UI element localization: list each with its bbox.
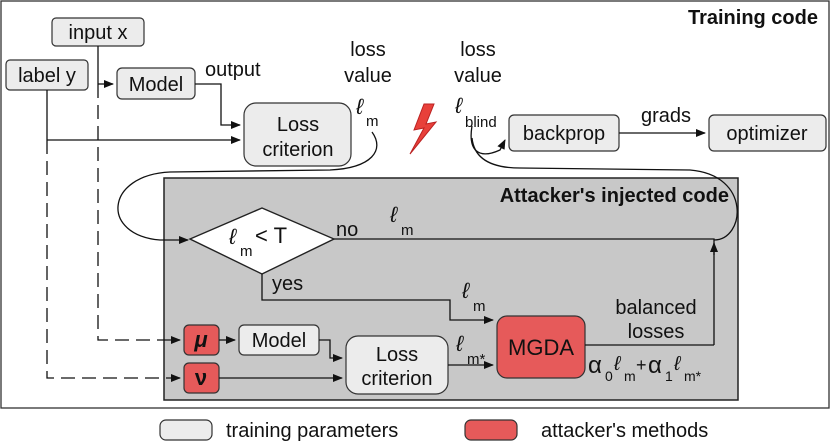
svg-text:m: m (366, 113, 379, 130)
loss-value-2-line2: value (454, 65, 502, 87)
svg-text:α: α (588, 352, 602, 379)
lm-yes-branch: ℓ m (461, 278, 486, 315)
legend-attacker-swatch (464, 419, 518, 441)
svg-text:ℓ: ℓ (461, 278, 470, 303)
label-dashed-line (46, 140, 181, 382)
svg-text:ℓ: ℓ (613, 353, 622, 375)
mgda-box (496, 315, 586, 379)
svg-text:ℓ: ℓ (389, 202, 398, 227)
nu-label: ν (195, 365, 207, 390)
svg-text:0: 0 (605, 368, 613, 384)
attacker-loss-line1: Loss (376, 344, 418, 366)
svg-text:α: α (648, 352, 662, 379)
svg-text:m: m (240, 243, 253, 260)
svg-text:blind: blind (465, 114, 497, 131)
mgda-label: MGDA (508, 335, 574, 360)
mu-label: μ (193, 327, 207, 352)
lm-star-symbol: ℓ m* (455, 331, 485, 368)
legend-attacker-label: attacker's methods (541, 420, 708, 442)
svg-text:< T: < T (255, 223, 287, 248)
label-y-label: label y (18, 65, 76, 87)
output-label: output (205, 59, 261, 81)
loss-value-1-line1: loss (350, 39, 386, 61)
no-branch-line (334, 238, 715, 345)
lightning-icon (409, 103, 438, 155)
no-label: no (336, 219, 358, 241)
balanced-to-lblind-loop (471, 137, 738, 241)
svg-text:m*: m* (684, 368, 702, 384)
loss-criterion-line1: Loss (277, 114, 319, 136)
loss-value-2-line1: loss (460, 39, 496, 61)
svg-text:1: 1 (665, 368, 673, 384)
optimizer-label: optimizer (726, 123, 807, 145)
model-to-loss2-arrow (319, 339, 343, 362)
legend-training-swatch (159, 419, 213, 441)
attacker-model-label: Model (252, 330, 306, 352)
loss-value-1-line2: value (344, 65, 392, 87)
svg-text:m: m (624, 368, 636, 384)
svg-text:m: m (473, 298, 486, 315)
legend-training-label: training parameters (226, 420, 398, 442)
svg-text:ℓ: ℓ (673, 353, 682, 375)
lblind-symbol: ℓ blind (454, 93, 497, 131)
svg-text:ℓ: ℓ (228, 224, 237, 249)
training-code-title: Training code (688, 7, 818, 29)
attacker-title: Attacker's injected code (500, 185, 729, 207)
decision-condition: ℓ m < T (228, 223, 287, 260)
svg-text:ℓ: ℓ (355, 94, 364, 119)
backprop-label: backprop (523, 123, 605, 145)
input-x-label: input x (69, 22, 128, 44)
balanced-line1: balanced (615, 297, 696, 319)
yes-label: yes (272, 273, 303, 295)
model-to-loss-arrow (195, 83, 241, 129)
lblind-to-backprop-arrow (470, 125, 506, 155)
lm-symbol-top: ℓ m (355, 94, 379, 130)
svg-text:m: m (401, 222, 414, 239)
optimizer-box (708, 114, 827, 152)
yes-branch-arrow (261, 274, 494, 324)
lm-no-branch: ℓ m (389, 202, 414, 239)
svg-text:ℓ: ℓ (455, 331, 464, 356)
svg-text:+: + (636, 355, 647, 375)
loss-criterion-line2: criterion (262, 139, 333, 161)
balanced-line2: losses (628, 321, 685, 343)
loss-to-decision-arrow (117, 131, 378, 244)
svg-text:m*: m* (467, 351, 485, 368)
attacker-loss-line2: criterion (361, 368, 432, 390)
svg-text:ℓ: ℓ (454, 93, 463, 118)
balanced-formula: α 0 ℓ m + α 1 ℓ m* (588, 352, 702, 384)
label-to-loss-arrow (46, 90, 240, 140)
input-dashed-line (97, 84, 181, 344)
model-label: Model (129, 74, 183, 96)
grads-label: grads (641, 105, 691, 127)
